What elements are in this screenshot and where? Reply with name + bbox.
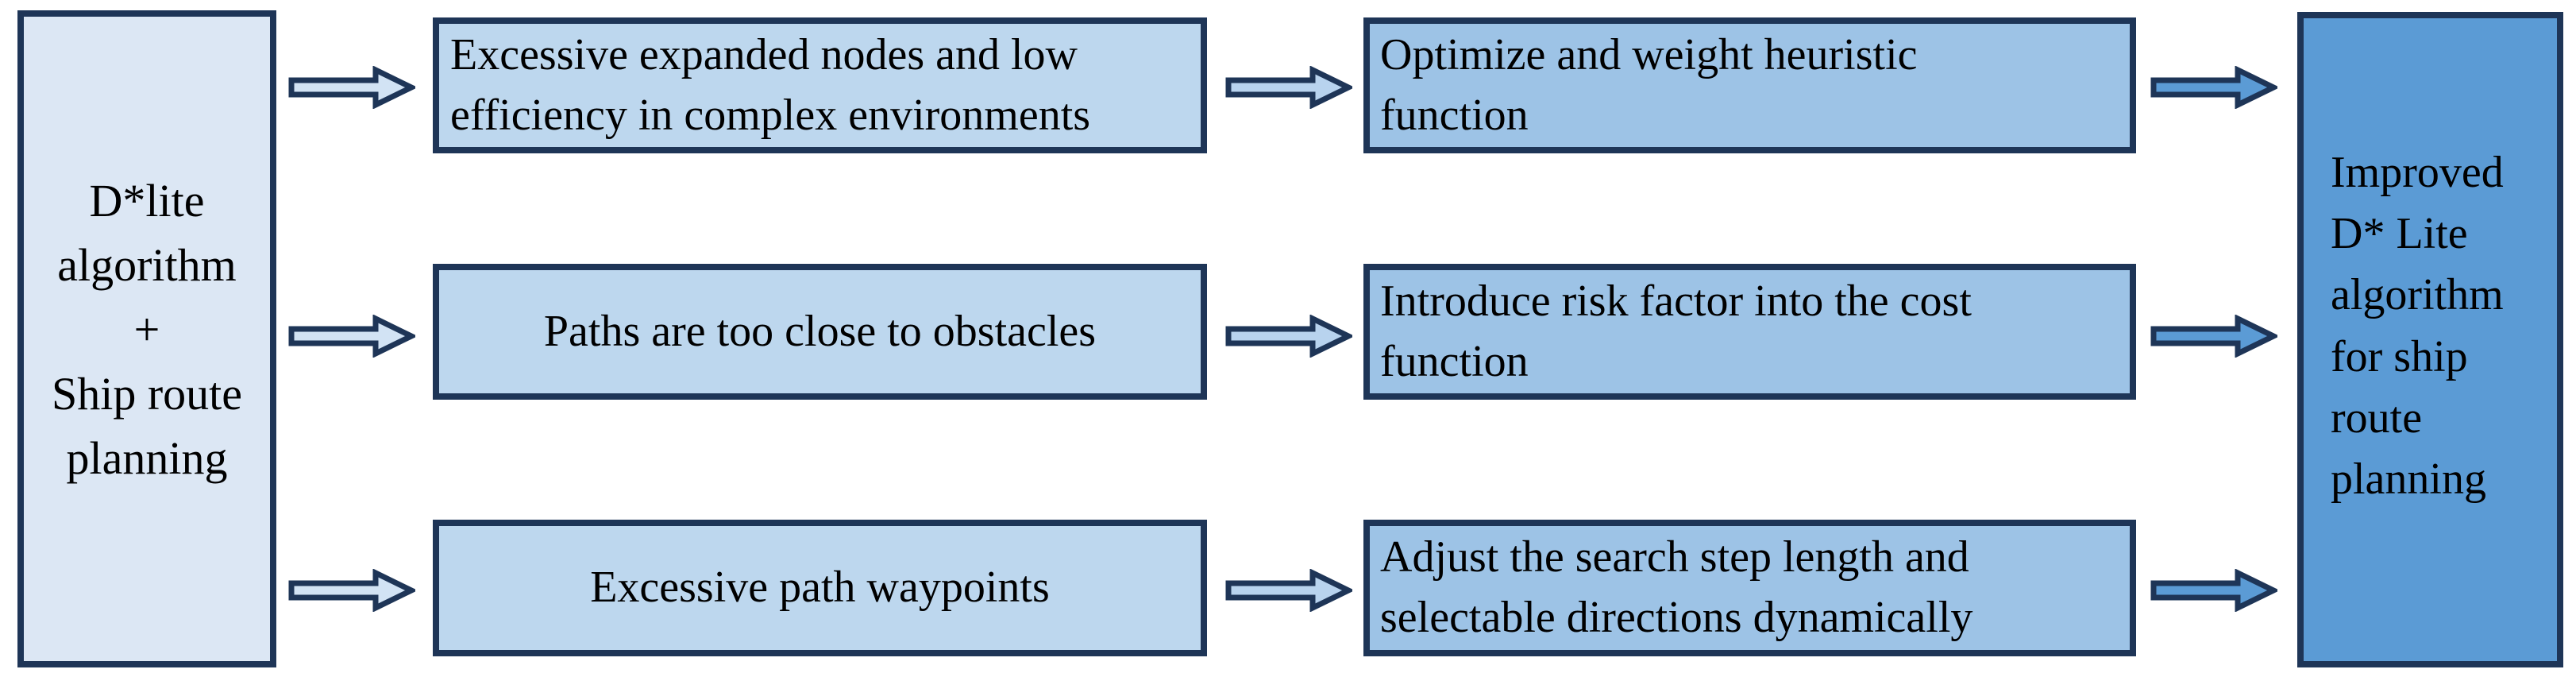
- solution-box-2-label: Introduce risk factor into the cost func…: [1380, 276, 1972, 386]
- arrow-icon-problem-to-solution-3: [1225, 569, 1352, 612]
- arrow-icon-problem-to-solution-2: [1225, 315, 1352, 358]
- solution-box-1: Optimize and weight heuristic function: [1363, 17, 2136, 153]
- arrow-icon-solution-to-result-1: [2150, 66, 2277, 109]
- arrow-icon-source-to-problem-3: [288, 569, 415, 612]
- arrow-icon-solution-to-result-2: [2150, 315, 2277, 358]
- result-box-label: Improved D* Lite algorithm for ship rout…: [2331, 147, 2504, 505]
- arrow-icon-source-to-problem-1: [288, 66, 415, 109]
- problem-box-1: Excessive expanded nodes and low efficie…: [433, 17, 1207, 153]
- problem-box-3-label: Excessive path waypoints: [590, 563, 1050, 613]
- source-box-label: D*lite algorithm + Ship route planning: [51, 174, 243, 485]
- result-box: Improved D* Lite algorithm for ship rout…: [2297, 12, 2563, 667]
- solution-box-1-label: Optimize and weight heuristic function: [1380, 29, 1918, 140]
- arrow-icon-problem-to-solution-1: [1225, 66, 1352, 109]
- arrow-icon-source-to-problem-2: [288, 315, 415, 358]
- solution-box-3: Adjust the search step length and select…: [1363, 520, 2136, 656]
- solution-box-3-label: Adjust the search step length and select…: [1380, 532, 1973, 642]
- arrow-icon-solution-to-result-3: [2150, 569, 2277, 612]
- problem-box-2: Paths are too close to obstacles: [433, 264, 1207, 400]
- source-box: D*lite algorithm + Ship route planning: [17, 10, 276, 667]
- problem-box-2-label: Paths are too close to obstacles: [543, 306, 1097, 356]
- problem-box-1-label: Excessive expanded nodes and low efficie…: [450, 29, 1091, 140]
- solution-box-2: Introduce risk factor into the cost func…: [1363, 264, 2136, 400]
- problem-box-3: Excessive path waypoints: [433, 520, 1207, 656]
